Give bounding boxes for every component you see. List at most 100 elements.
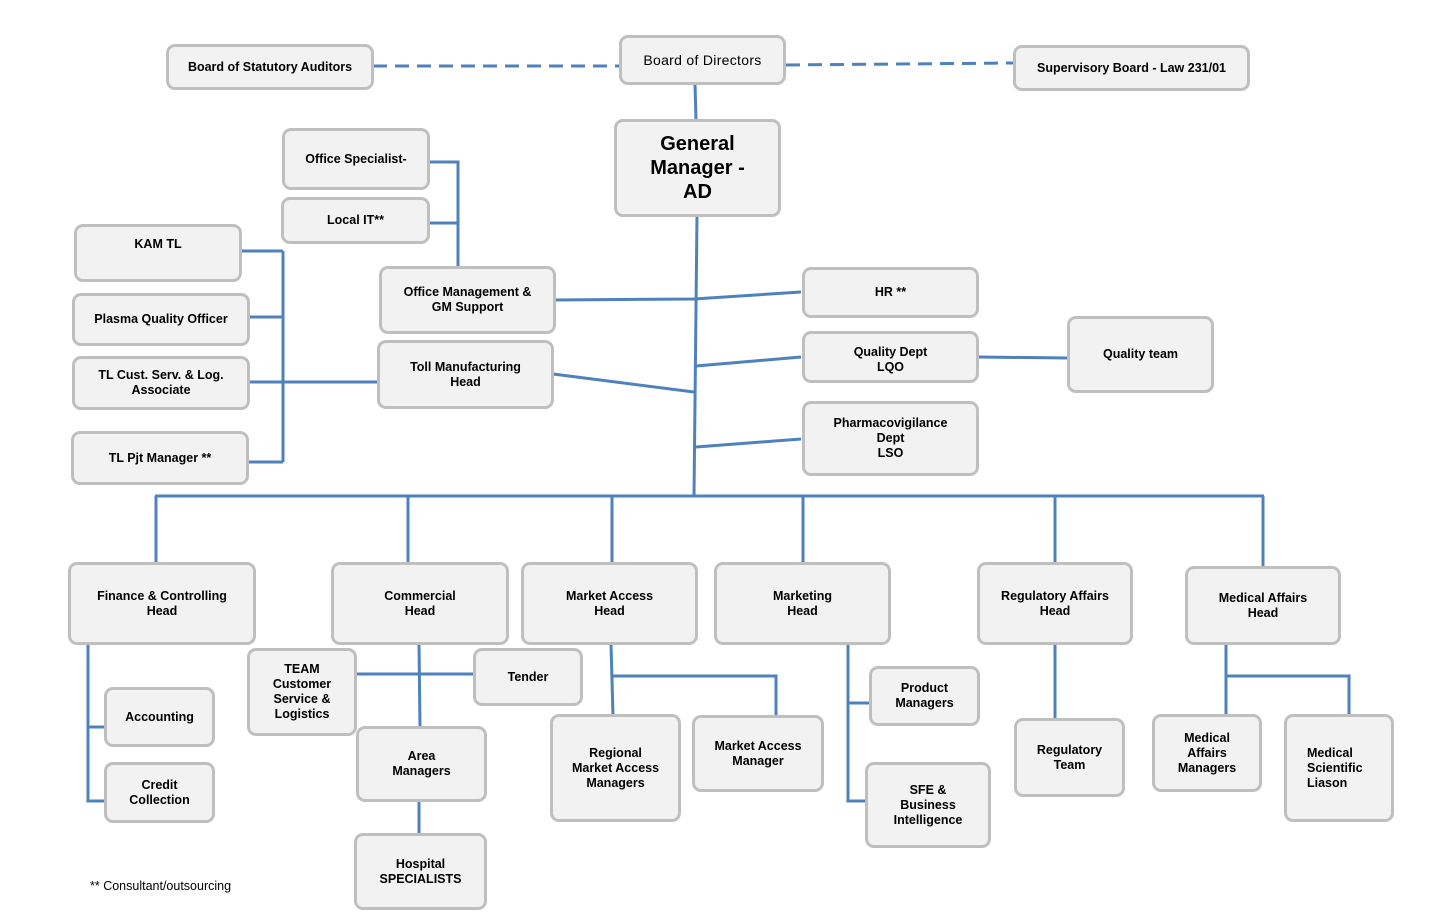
commercial-box: Commercial Head [331,562,509,645]
medical-scientific-liason-line-2: Scientific [1307,760,1363,775]
toll-manufacturing-line-1: Toll Manufacturing [410,359,521,374]
product-managers-line-2: Managers [895,696,954,710]
quality-team-label: Quality team [1102,347,1179,361]
medical-affairs-managers-box: Medical Affairs Managers [1152,714,1262,792]
finance-line-1: Finance & Controlling [97,588,227,603]
board-auditors-label: Board of Statutory Auditors [187,59,353,74]
hospital-specialists-box: Hospital SPECIALISTS [354,833,487,910]
regulatory-team-line-2: Team [1053,757,1086,772]
tender-box: Tender [473,648,583,706]
toll-manufacturing-box: Toll Manufacturing Head [377,340,554,409]
credit-collection-line-2: Collection [129,792,190,807]
team-customer-box: TEAM Customer Service & Logistics [247,648,357,736]
area-managers-line-2: Managers [392,764,451,778]
quality-dept-box: Quality Dept LQO [802,331,979,383]
quality-dept-line-1: Quality Dept [853,345,928,359]
general-manager-line-2: Manager - [650,157,745,179]
supervisory-board-box: Supervisory Board - Law 231/01 [1013,45,1250,91]
medical-affairs-managers-line-3: Managers [1177,760,1237,775]
dashed-link-supervisory [785,61,1014,67]
tl-cust-serv-line-1: TL Cust. Serv. & Log. [98,368,224,382]
link-toll [552,372,695,394]
tl-pjt-manager-label: TL Pjt Manager ** [108,450,212,465]
link-quality-dept [695,355,802,368]
hr-box: HR ** [802,267,979,318]
medical-affairs-managers-line-2: Affairs [1187,745,1227,760]
link-pharmacovigilance [695,437,802,449]
board-of-statutory-auditors-box: Board of Statutory Auditors [166,44,374,90]
tl-cust-serv-box: TL Cust. Serv. & Log. Associate [72,356,250,410]
kam-tl-box: KAM TL [74,224,242,282]
sfe-bi-line-2: Business [900,797,956,812]
tl-cust-serv-line-2: Associate [131,383,191,397]
medical-affairs-managers-line-1: Medical [1184,730,1230,745]
regional-ma-line-2: Market Access [571,760,660,775]
hospital-specialists-line-1: Hospital [395,856,446,871]
team-customer-line-3: Service & [273,692,331,706]
pharmacovigilance-line-3: LSO [877,446,904,460]
office-management-line-2: GM Support [431,300,504,314]
medical-scientific-liason-line-1: Medical [1307,745,1353,760]
quality-team-box: Quality team [1067,316,1214,393]
kam-tl-label: KAM TL [134,237,182,251]
credit-collection-line-1: Credit [141,777,178,792]
commercial-line-2: Head [404,603,436,618]
tl-pjt-manager-box: TL Pjt Manager ** [71,431,249,485]
tender-label: Tender [507,669,549,684]
marketing-box: Marketing Head [714,562,891,645]
board-directors-label: Board of Directors [643,51,762,68]
market-access-line-1: Market Access [565,588,654,603]
toll-manufacturing-line-2: Head [450,374,481,389]
credit-collection-box: Credit Collection [104,762,215,823]
accounting-box: Accounting [104,687,215,747]
regional-ma-line-3: Managers [586,775,645,790]
medical-affairs-line-1: Medical Affairs [1218,590,1308,605]
team-customer-line-1: TEAM [284,662,320,676]
footnote: ** Consultant/outsourcing [90,879,232,893]
regulatory-team-box: Regulatory Team [1014,718,1125,797]
office-specialist-label: Office Specialist- [305,151,407,166]
marketing-line-2: Head [787,603,818,618]
hr-label: HR ** [874,285,907,299]
general-manager-box: General Manager - AD [614,119,781,217]
local-it-box: Local IT** [281,197,430,244]
link-quality-team [977,355,1068,360]
regulatory-team-line-1: Regulatory [1036,742,1103,757]
product-managers-line-1: Product [900,681,949,695]
product-managers-box: Product Managers [869,666,980,726]
regulatory-line-2: Head [1039,603,1071,618]
sfe-bi-line-3: Intelligence [893,812,963,827]
link-office-mgmt [554,290,802,302]
supervisory-board-label: Supervisory Board - Law 231/01 [1037,60,1226,75]
sfe-bi-line-1: SFE & [909,782,947,797]
plasma-quality-officer-label: Plasma Quality Officer [94,312,228,326]
medical-affairs-line-2: Head [1247,605,1279,620]
regional-ma-line-1: Regional [589,745,642,760]
area-managers-line-1: Area [407,749,436,763]
finance-controlling-box: Finance & Controlling Head [68,562,256,645]
gm-trunk [692,214,699,497]
local-it-label: Local IT** [327,213,384,227]
office-management-line-1: Office Management & [403,285,532,299]
plasma-quality-officer-box: Plasma Quality Officer [72,293,250,346]
hospital-specialists-line-2: SPECIALISTS [379,871,462,886]
quality-dept-line-2: LQO [876,360,905,374]
regulatory-line-1: Regulatory Affairs [1001,588,1109,603]
ma-manager-line-2: Manager [732,753,784,768]
sfe-bi-box: SFE & Business Intelligence [865,762,991,848]
office-specialist-box: Office Specialist- [282,128,430,190]
board-of-directors-box: Board of Directors [619,35,786,85]
link-office-branch [429,160,460,267]
area-managers-box: Area Managers [356,726,487,802]
general-manager-line-3: AD [683,181,712,203]
market-access-box: Market Access Head [521,562,698,645]
medical-scientific-liason-line-3: Liason [1307,775,1348,790]
medical-scientific-liason-box: Medical Scientific Liason [1284,714,1394,822]
pharmacovigilance-line-2: Dept [876,431,905,445]
commercial-line-1: Commercial [384,588,456,603]
general-manager-line-1: General [660,133,735,155]
medical-affairs-box: Medical Affairs Head [1185,566,1341,645]
market-access-line-2: Head [594,603,625,618]
team-customer-line-4: Logistics [274,707,330,721]
